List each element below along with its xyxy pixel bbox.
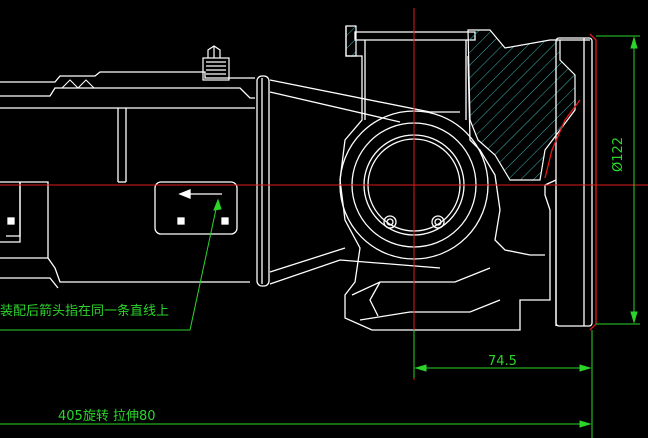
hatched-section	[345, 25, 576, 181]
flange	[544, 33, 597, 331]
bottom-dimension-label: 405旋转 拉伸80	[58, 409, 156, 424]
grease-fitting	[202, 45, 230, 81]
horizontal-dimension-label: 74.5	[488, 354, 517, 369]
shaft-body	[0, 71, 255, 289]
assembly-note-label: 装配后箭头指在同一条直线上	[0, 304, 170, 319]
dimension-lines	[0, 35, 640, 438]
center-lines	[0, 8, 648, 380]
yoke-neck	[256, 75, 460, 287]
diameter-dimension-label: Ø122	[611, 136, 626, 172]
